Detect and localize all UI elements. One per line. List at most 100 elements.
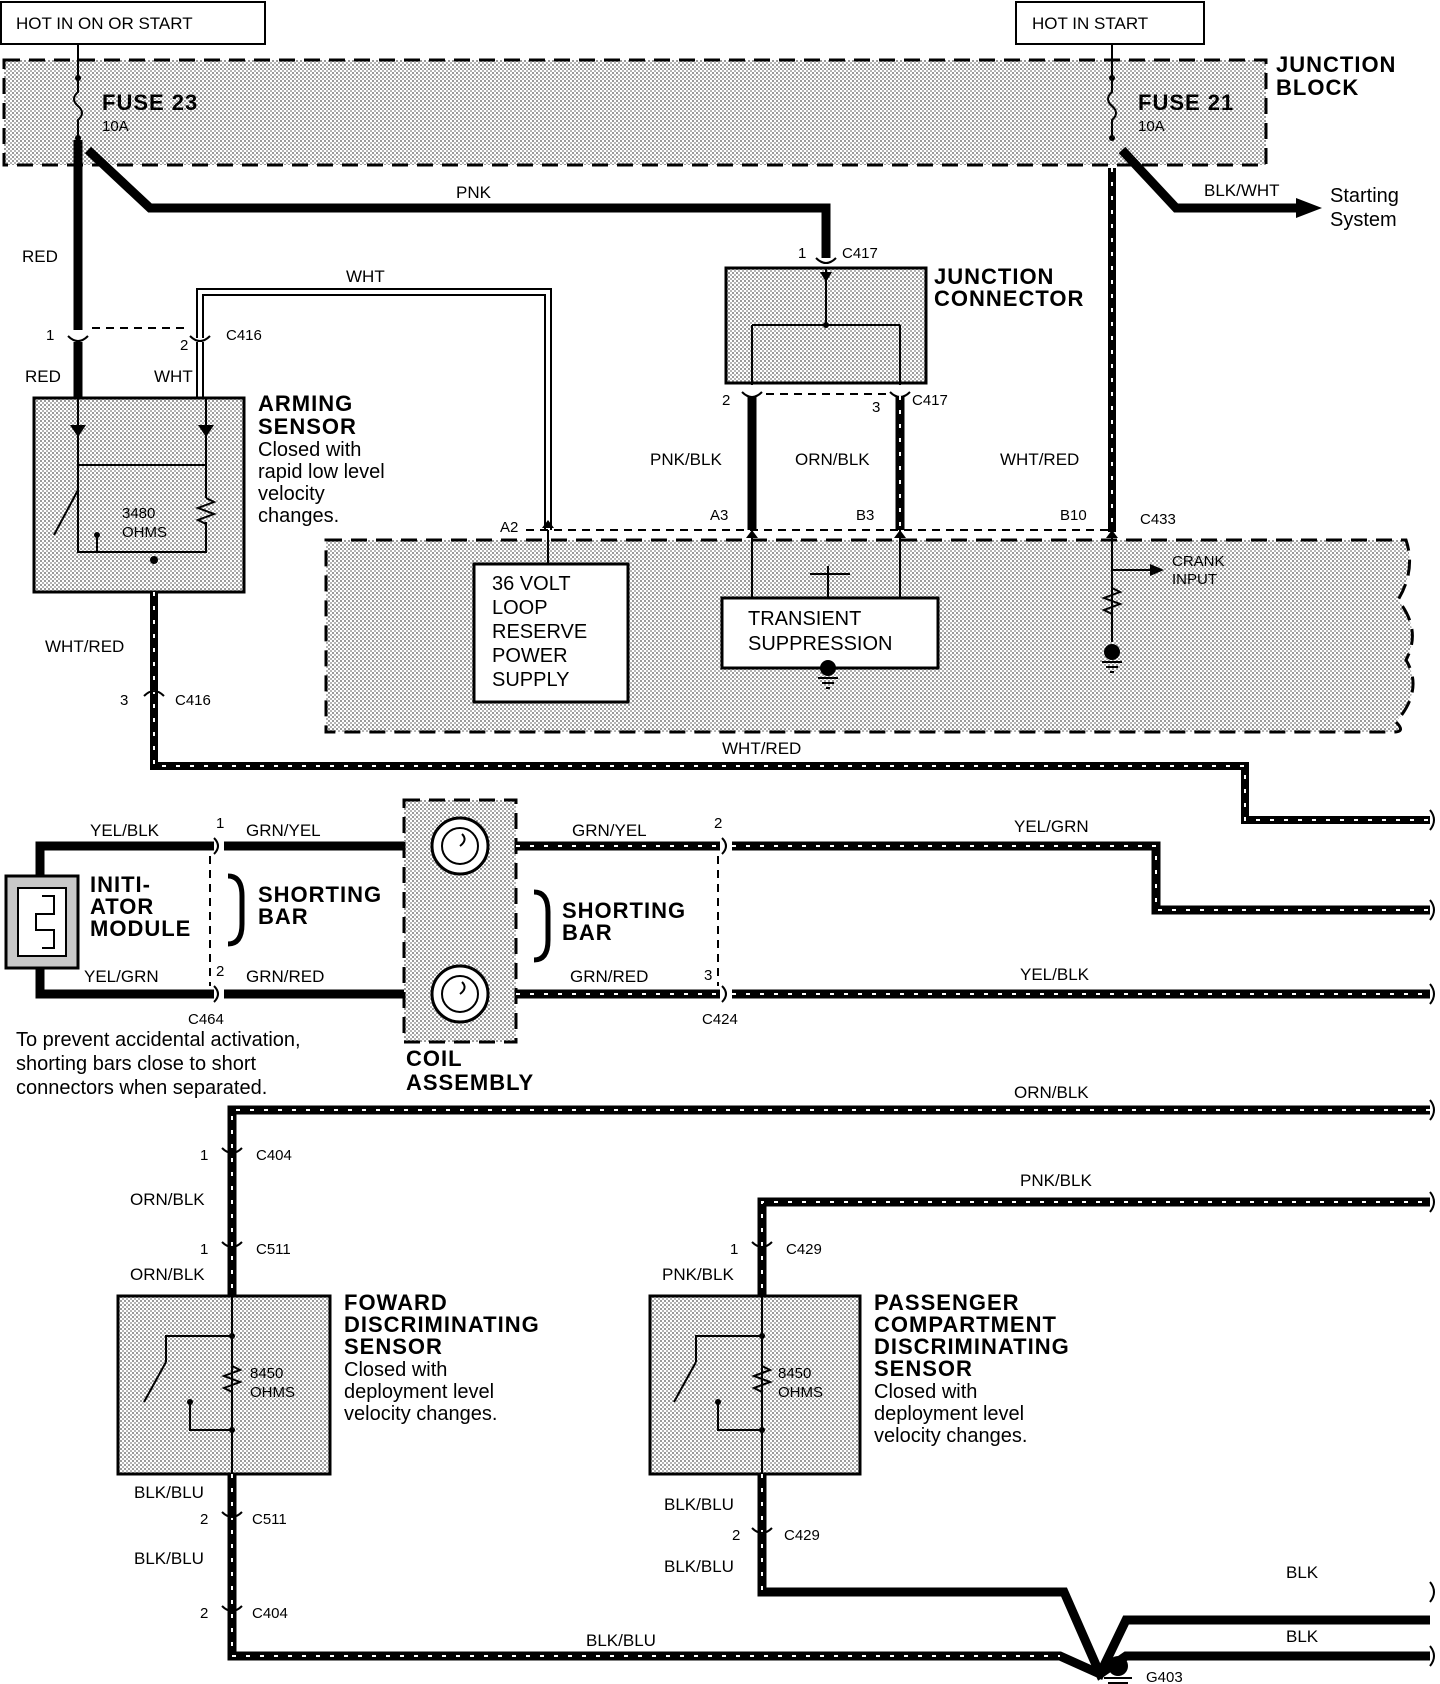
svg-text:JUNCTION: JUNCTION: [934, 264, 1054, 289]
svg-text:2: 2: [732, 1527, 740, 1544]
svg-text:FUSE 21: FUSE 21: [1138, 90, 1234, 115]
hot-in-start-label: HOT IN START: [1015, 1, 1205, 45]
svg-text:BLK/BLU: BLK/BLU: [664, 1557, 734, 1576]
shorting-bar-icon: [533, 889, 551, 963]
svg-text:DISCRIMINATING: DISCRIMINATING: [874, 1334, 1070, 1359]
svg-text:2: 2: [216, 963, 224, 980]
svg-text:C511: C511: [252, 1511, 287, 1528]
svg-text:C429: C429: [784, 1527, 820, 1544]
svg-text:COIL: COIL: [406, 1046, 463, 1071]
svg-text:8450: 8450: [250, 1365, 283, 1382]
svg-text:B10: B10: [1060, 507, 1087, 524]
svg-text:To prevent accidental activati: To prevent accidental activation,: [16, 1029, 301, 1051]
svg-text:WHT: WHT: [154, 367, 193, 386]
svg-text:BLK: BLK: [1286, 1563, 1319, 1582]
svg-text:YEL/BLK: YEL/BLK: [1020, 965, 1090, 984]
svg-text:C433: C433: [1140, 511, 1176, 528]
svg-text:FOWARD: FOWARD: [344, 1290, 448, 1315]
shorting-bar-icon: [227, 873, 245, 947]
svg-text:FUSE 23: FUSE 23: [102, 90, 198, 115]
svg-text:velocity: velocity: [258, 483, 325, 505]
svg-text:SHORTING: SHORTING: [258, 882, 382, 907]
svg-text:WHT/RED: WHT/RED: [722, 739, 801, 758]
passenger-compartment-discriminating-sensor: 8450 OHMS: [648, 1294, 862, 1476]
junction-block: JUNCTION BLOCK FUSE 23 10A FUSE 21 10A: [2, 52, 1395, 167]
svg-text:rapid low level: rapid low level: [258, 461, 385, 483]
svg-text:ARMING: ARMING: [258, 391, 353, 416]
svg-text:GRN/RED: GRN/RED: [570, 967, 648, 986]
svg-text:PNK/BLK: PNK/BLK: [662, 1265, 734, 1284]
svg-text:RESERVE: RESERVE: [492, 621, 587, 643]
svg-text:SENSOR: SENSOR: [344, 1334, 443, 1359]
fuse-21-icon: [1107, 60, 1117, 140]
svg-text:SENSOR: SENSOR: [258, 414, 357, 439]
svg-text:connectors when separated.: connectors when separated.: [16, 1077, 267, 1099]
svg-text:SHORTING: SHORTING: [562, 898, 686, 923]
svg-text:ORN/BLK: ORN/BLK: [130, 1190, 205, 1209]
svg-text:10A: 10A: [1138, 118, 1165, 135]
svg-text:shorting bars close to short: shorting bars close to short: [16, 1053, 257, 1075]
svg-text:3: 3: [872, 399, 880, 416]
svg-text:C416: C416: [226, 327, 262, 344]
svg-text:C417: C417: [912, 392, 948, 409]
svg-text:ORN/BLK: ORN/BLK: [795, 450, 870, 469]
svg-text:1: 1: [730, 1241, 738, 1258]
svg-text:3480: 3480: [122, 505, 155, 522]
svg-text:2: 2: [180, 337, 188, 354]
svg-text:deployment level: deployment level: [874, 1403, 1024, 1425]
forward-discriminating-sensor: 8450 OHMS: [116, 1294, 332, 1476]
svg-text:deployment level: deployment level: [344, 1381, 494, 1403]
svg-text:BLK/BLU: BLK/BLU: [134, 1549, 204, 1568]
svg-text:PNK: PNK: [456, 183, 492, 202]
svg-text:OHMS: OHMS: [778, 1384, 823, 1401]
svg-text:10A: 10A: [102, 118, 129, 135]
svg-text:HOT IN ON OR START: HOT IN ON OR START: [16, 14, 193, 33]
svg-text:velocity changes.: velocity changes.: [344, 1403, 497, 1425]
wht-red-wire-arming: [150, 592, 1430, 824]
svg-text:C424: C424: [702, 1011, 738, 1028]
svg-text:COMPARTMENT: COMPARTMENT: [874, 1312, 1057, 1337]
svg-text:2: 2: [200, 1511, 208, 1528]
svg-text:C464: C464: [188, 1011, 224, 1028]
svg-text:1: 1: [798, 245, 806, 262]
svg-text:CRANK: CRANK: [1172, 553, 1225, 570]
svg-text:OHMS: OHMS: [122, 524, 167, 541]
svg-text:WHT/RED: WHT/RED: [45, 637, 124, 656]
fuse-23-icon: [73, 60, 83, 140]
svg-text:INPUT: INPUT: [1172, 571, 1217, 588]
svg-text:Closed with: Closed with: [344, 1359, 447, 1381]
pnk-wire: [84, 146, 831, 258]
svg-text:System: System: [1330, 209, 1397, 231]
svg-text:BLOCK: BLOCK: [1276, 75, 1359, 100]
svg-text:ORN/BLK: ORN/BLK: [130, 1265, 205, 1284]
svg-text:OHMS: OHMS: [250, 1384, 295, 1401]
svg-text:A3: A3: [710, 507, 728, 524]
junction-connector: [724, 266, 928, 385]
svg-text:MODULE: MODULE: [90, 916, 191, 941]
svg-text:C429: C429: [786, 1241, 822, 1258]
initiator-module: [4, 874, 80, 970]
svg-text:3: 3: [704, 967, 712, 984]
svg-text:RED: RED: [22, 247, 58, 266]
switch-icon: [53, 489, 79, 536]
svg-text:YEL/GRN: YEL/GRN: [1014, 817, 1089, 836]
svg-text:SENSOR: SENSOR: [874, 1356, 973, 1381]
svg-text:PNK/BLK: PNK/BLK: [650, 450, 722, 469]
svg-text:CONNECTOR: CONNECTOR: [934, 286, 1084, 311]
arming-sensor[interactable]: 3480 OHMS: [32, 396, 246, 594]
svg-text:GRN/YEL: GRN/YEL: [246, 821, 321, 840]
svg-text:RED: RED: [25, 367, 61, 386]
svg-text:1: 1: [216, 815, 224, 832]
svg-text:POWER: POWER: [492, 645, 568, 667]
svg-text:Closed with: Closed with: [258, 439, 361, 461]
svg-text:WHT/RED: WHT/RED: [1000, 450, 1079, 469]
svg-text:PASSENGER: PASSENGER: [874, 1290, 1020, 1315]
svg-text:BLK/WHT: BLK/WHT: [1204, 181, 1280, 200]
svg-text:C404: C404: [252, 1605, 288, 1622]
svg-text:2: 2: [714, 815, 722, 832]
svg-text:36 VOLT: 36 VOLT: [492, 573, 571, 595]
svg-text:changes.: changes.: [258, 505, 339, 527]
svg-text:LOOP: LOOP: [492, 597, 548, 619]
svg-text:1: 1: [46, 327, 54, 344]
